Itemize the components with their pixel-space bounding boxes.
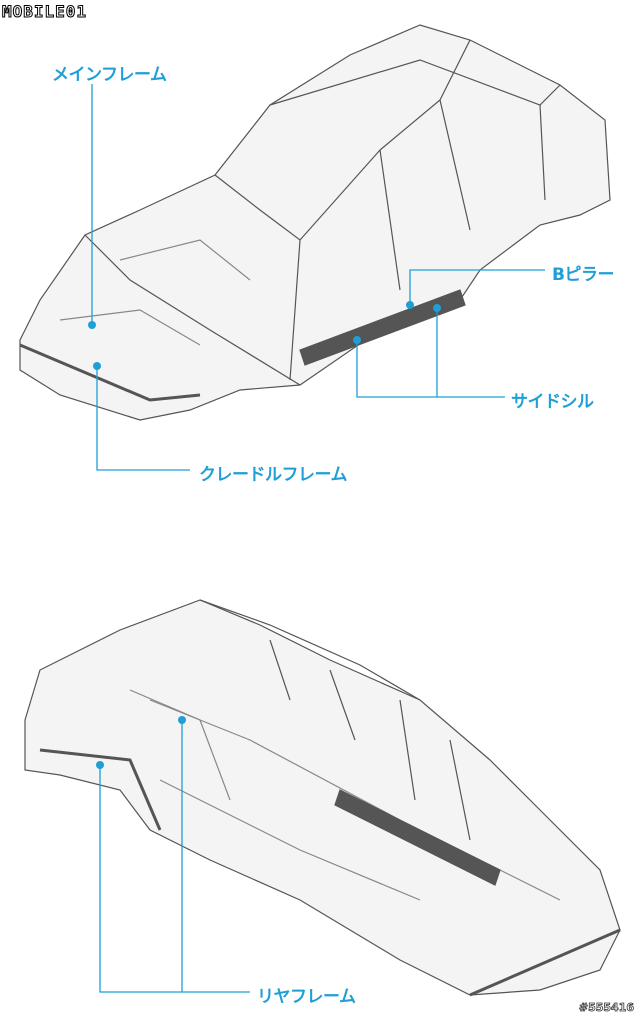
logo: MOBILE01	[1, 2, 88, 22]
label-b-pillar: Bピラー	[552, 265, 614, 285]
callout-dots	[88, 301, 441, 769]
car-body-front-view	[19, 24, 611, 421]
label-side-sill: サイドシル	[511, 392, 594, 412]
car-body-rear-view	[24, 599, 621, 997]
label-main-frame: メインフレーム	[52, 65, 167, 85]
label-cradle-frame: クレードルフレーム	[199, 465, 348, 485]
watermark: #555416	[578, 1001, 634, 1015]
callout-lines	[91, 84, 545, 993]
label-rear-frame: リヤフレーム	[257, 987, 356, 1007]
